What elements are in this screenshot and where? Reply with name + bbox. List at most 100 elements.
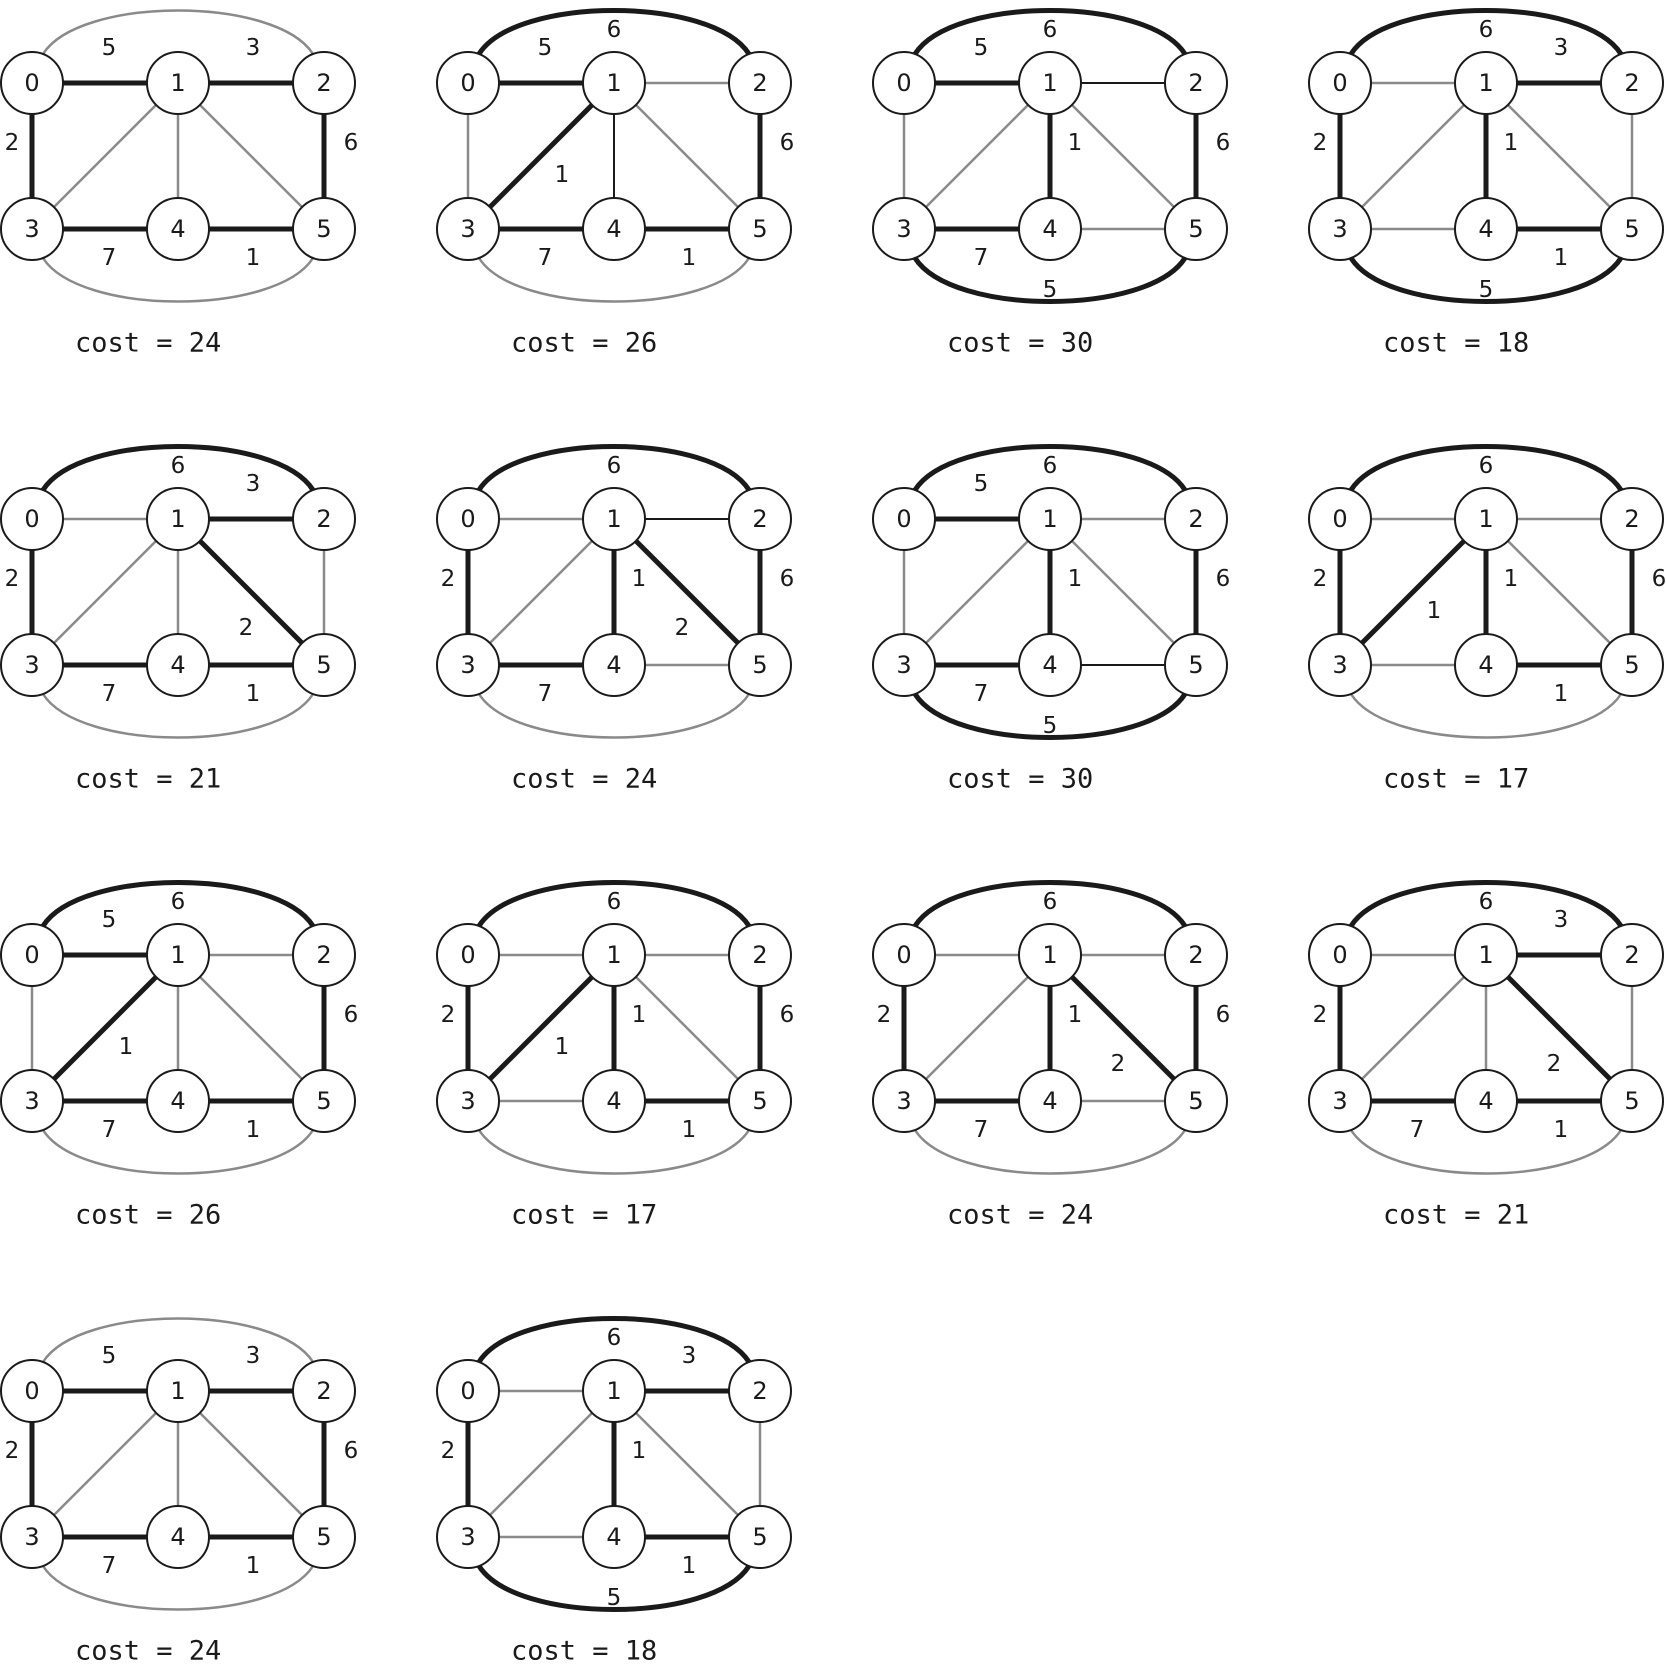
node-label: 4 [170, 1523, 185, 1551]
node-3: 3 [0, 1069, 64, 1133]
weight-label-1-4: 1 [632, 1002, 647, 1028]
weight-label-1-3: 1 [1427, 598, 1442, 624]
node-circle [1454, 487, 1518, 551]
node-label: 5 [1624, 1087, 1639, 1115]
node-circle [1018, 923, 1082, 987]
cost-label: cost = 21 [1383, 1200, 1529, 1231]
node-circle [872, 633, 936, 697]
weight-label-1-2: 3 [682, 1343, 697, 1369]
node-1: 1 [146, 51, 210, 115]
weight-label-0-2: 6 [1043, 453, 1058, 479]
node-circle [292, 1505, 356, 1569]
weight-label-2-5: 6 [780, 1002, 795, 1028]
node-label: 2 [752, 69, 767, 97]
edge-3-5 [913, 1128, 1187, 1175]
node-circle [872, 923, 936, 987]
node-label: 5 [1624, 651, 1639, 679]
weight-label-0-1: 5 [974, 471, 989, 497]
node-circle [582, 633, 646, 697]
node-4: 4 [1018, 1069, 1082, 1133]
node-circle [872, 1069, 936, 1133]
weight-label-3-5: 5 [1043, 713, 1058, 739]
node-2: 2 [292, 51, 356, 115]
weight-label-0-2: 6 [1479, 17, 1494, 43]
node-label: 4 [1042, 215, 1057, 243]
node-1: 1 [582, 923, 646, 987]
weight-label-4-5: 1 [246, 1117, 261, 1143]
weight-label-2-5: 6 [344, 1002, 359, 1028]
node-label: 0 [896, 505, 911, 533]
weight-label-0-1: 5 [538, 35, 553, 61]
node-circle [582, 1069, 646, 1133]
node-circle [0, 633, 64, 697]
node-5: 5 [1600, 1069, 1664, 1133]
weight-label-0-2: 6 [171, 453, 186, 479]
node-label: 3 [24, 651, 39, 679]
node-4: 4 [582, 197, 646, 261]
weight-label-2-5: 6 [1652, 566, 1666, 592]
cost-label: cost = 24 [947, 1200, 1093, 1231]
node-label: 0 [460, 941, 475, 969]
weight-label-4-5: 1 [1554, 681, 1569, 707]
edge-1-3 [30, 517, 180, 667]
node-4: 4 [1018, 197, 1082, 261]
edge-1-5 [175, 516, 327, 668]
weight-label-0-3: 2 [441, 566, 456, 592]
edge-1-5 [1048, 81, 1198, 231]
node-circle [872, 487, 936, 551]
edge-1-5 [176, 1389, 326, 1539]
edge-1-5 [1484, 81, 1634, 231]
node-circle [0, 1069, 64, 1133]
node-label: 0 [460, 1377, 475, 1405]
node-1: 1 [1018, 487, 1082, 551]
node-1: 1 [1018, 923, 1082, 987]
node-0: 0 [0, 51, 64, 115]
node-circle [292, 1069, 356, 1133]
node-label: 4 [170, 1087, 185, 1115]
node-circle [436, 487, 500, 551]
node-circle [292, 923, 356, 987]
node-label: 3 [1332, 651, 1347, 679]
node-circle [1018, 1069, 1082, 1133]
node-label: 3 [460, 651, 475, 679]
node-label: 5 [1188, 1087, 1203, 1115]
node-label: 4 [1042, 651, 1057, 679]
weight-label-0-2: 6 [607, 453, 622, 479]
weight-label-1-3: 1 [555, 1034, 570, 1060]
node-circle [728, 923, 792, 987]
node-circle [582, 923, 646, 987]
node-label: 1 [170, 1377, 185, 1405]
node-circle [292, 633, 356, 697]
node-label: 0 [24, 69, 39, 97]
node-label: 3 [896, 651, 911, 679]
weight-label-0-3: 2 [441, 1438, 456, 1464]
node-label: 1 [606, 69, 621, 97]
node-label: 5 [1624, 215, 1639, 243]
weight-label-2-5: 6 [1216, 1002, 1231, 1028]
node-circle [1600, 197, 1664, 261]
edge-0-2 [912, 880, 1188, 929]
edge-0-2 [476, 880, 752, 929]
node-circle [1018, 487, 1082, 551]
node-label: 2 [752, 505, 767, 533]
node-2: 2 [292, 487, 356, 551]
edge-0-2 [1348, 880, 1624, 929]
edge-3-5 [477, 1128, 751, 1175]
node-label: 3 [24, 1087, 39, 1115]
weight-label-0-2: 6 [1043, 17, 1058, 43]
node-label: 5 [316, 215, 331, 243]
node-label: 5 [316, 651, 331, 679]
weight-label-2-5: 6 [780, 566, 795, 592]
node-circle [1308, 633, 1372, 697]
node-circle [728, 1069, 792, 1133]
node-label: 5 [752, 1087, 767, 1115]
node-4: 4 [146, 1069, 210, 1133]
